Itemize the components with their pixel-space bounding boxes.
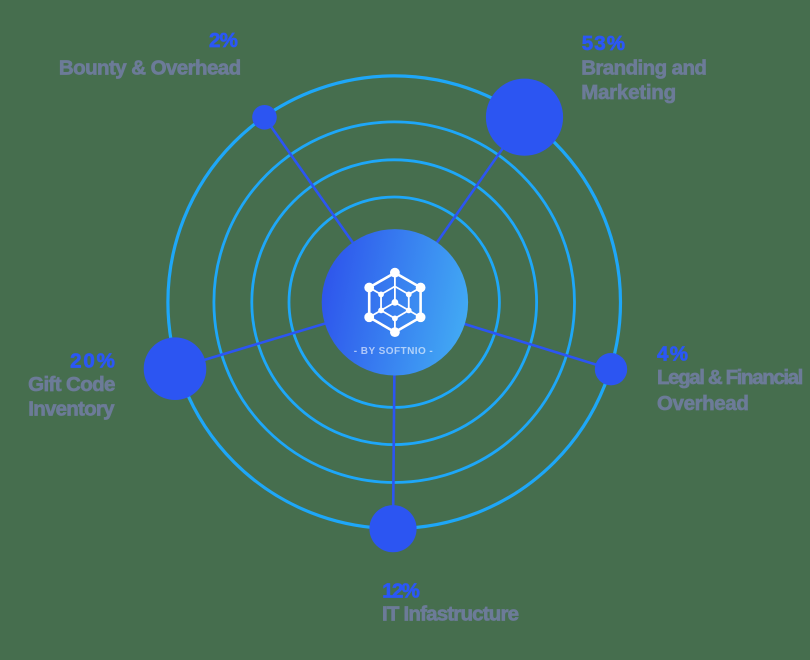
svg-text:53%: 53% bbox=[582, 32, 626, 55]
svg-text:12%: 12% bbox=[382, 580, 419, 603]
svg-text:Legal & Financial: Legal & Financial bbox=[657, 366, 803, 389]
svg-text:IT Infastructure: IT Infastructure bbox=[382, 603, 519, 626]
svg-text:Inventory: Inventory bbox=[28, 397, 115, 420]
svg-text:4%: 4% bbox=[657, 343, 689, 366]
svg-text:Marketing: Marketing bbox=[581, 81, 676, 104]
svg-text:2%: 2% bbox=[209, 29, 238, 52]
svg-text:Gift Code: Gift Code bbox=[28, 373, 115, 396]
svg-text:Branding and: Branding and bbox=[581, 56, 706, 79]
svg-text:Bounty & Overhead: Bounty & Overhead bbox=[59, 56, 241, 79]
svg-text:20%: 20% bbox=[70, 350, 117, 373]
svg-text:- BY SOFTNIO -: - BY SOFTNIO - bbox=[354, 346, 433, 357]
svg-text:Overhead: Overhead bbox=[657, 392, 748, 415]
